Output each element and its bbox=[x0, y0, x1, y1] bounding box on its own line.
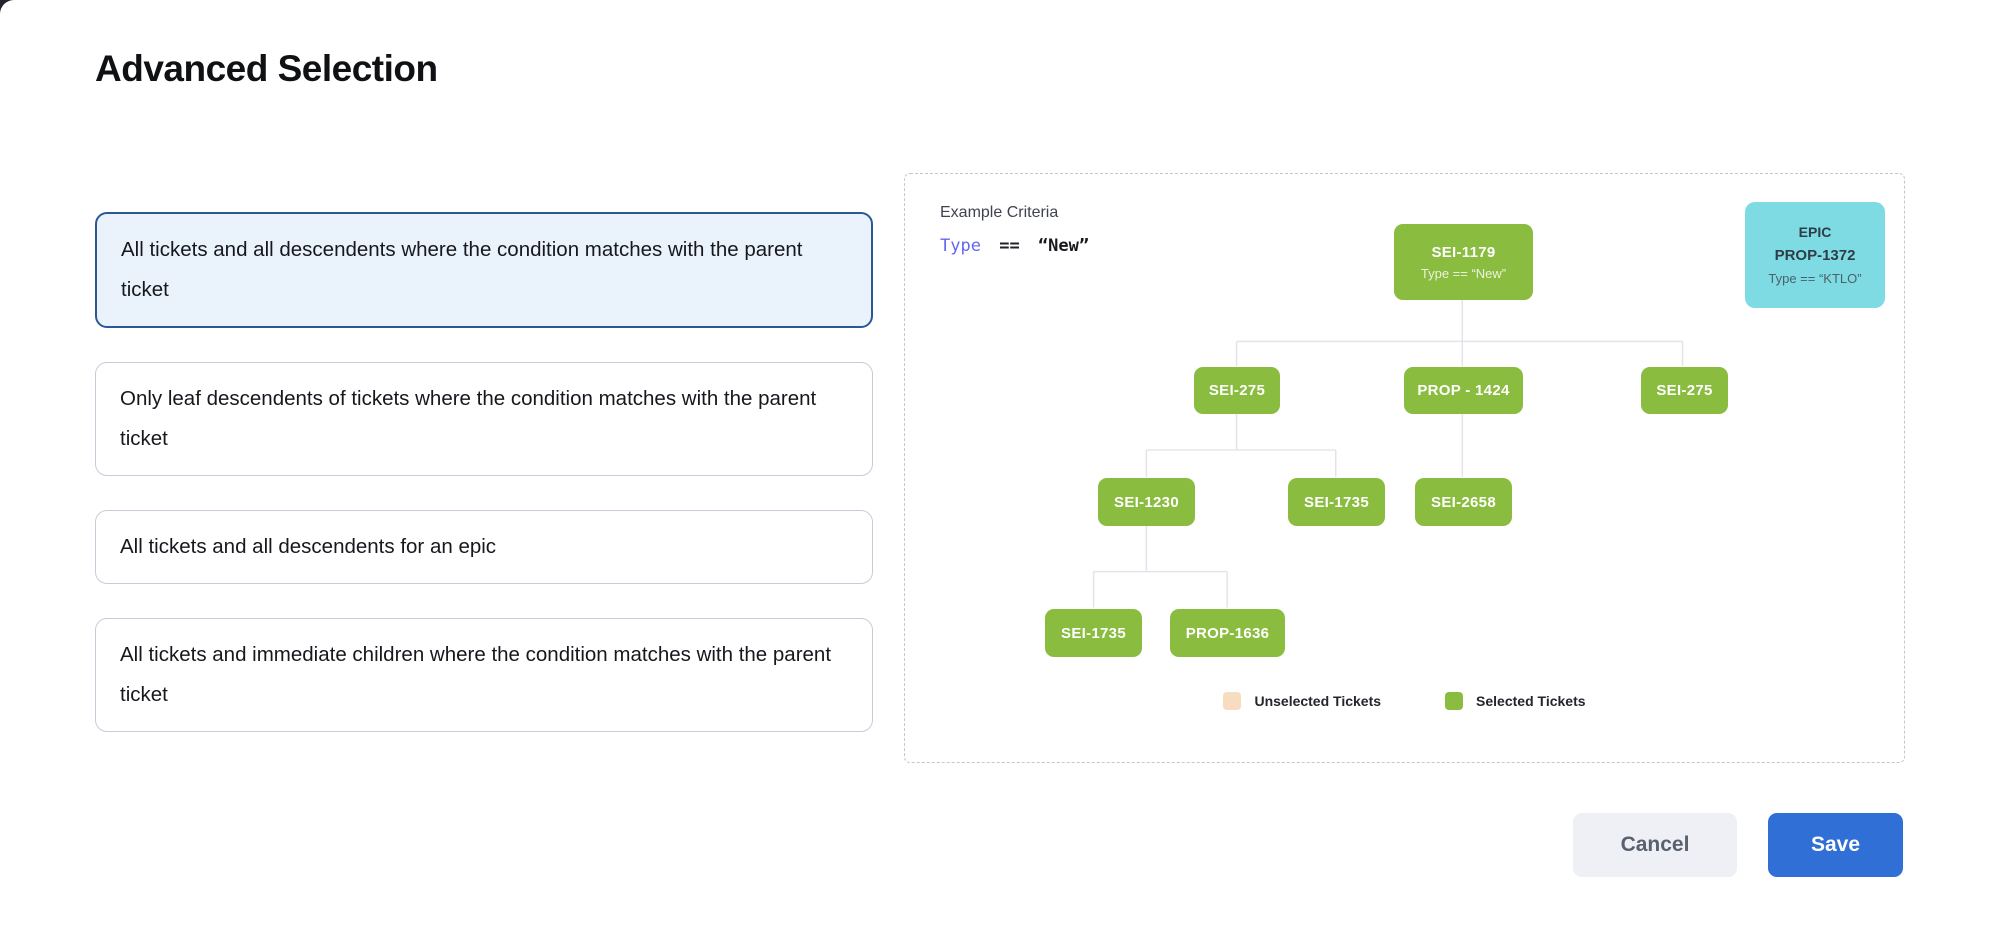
legend-label: Selected Tickets bbox=[1476, 693, 1586, 709]
page-title: Advanced Selection bbox=[95, 48, 438, 89]
criteria-expression: Type == “New” bbox=[940, 236, 1089, 256]
epic-condition: Type == “KTLO” bbox=[1768, 271, 1862, 286]
epic-ticket-id: PROP-1372 bbox=[1774, 247, 1856, 264]
tree-connector-lines bbox=[1092, 299, 1684, 608]
tree-node: PROP - 1424 bbox=[1404, 367, 1523, 414]
epic-type-label: EPIC bbox=[1798, 224, 1832, 240]
tree-node-id: SEI-1179 bbox=[1431, 243, 1496, 261]
tree-node: PROP-1636 bbox=[1170, 609, 1285, 657]
legend-label: Unselected Tickets bbox=[1254, 693, 1382, 709]
unselected-tickets-swatch bbox=[1223, 692, 1242, 710]
options-list: All tickets and all descendents where th… bbox=[95, 212, 873, 732]
option-leaf-descendents-condition[interactable]: Only leaf descendents of tickets where t… bbox=[95, 362, 873, 476]
tree-node: SEI-275 bbox=[1641, 367, 1728, 414]
option-immediate-children-condition[interactable]: All tickets and immediate children where… bbox=[95, 618, 873, 732]
tree-node-id: SEI-1735 bbox=[1304, 493, 1369, 511]
tree-node: SEI-2658 bbox=[1415, 478, 1512, 526]
criteria-field: Type bbox=[940, 236, 981, 256]
legend-item-unselected: Unselected Tickets bbox=[1223, 692, 1381, 710]
example-criteria: Example Criteria Type == “New” bbox=[940, 204, 1089, 256]
option-all-descendents-condition[interactable]: All tickets and all descendents where th… bbox=[95, 212, 873, 328]
cancel-button[interactable]: Cancel bbox=[1573, 813, 1737, 877]
tree-node-id: PROP-1636 bbox=[1185, 624, 1270, 642]
selected-tickets-swatch bbox=[1445, 692, 1464, 710]
legend-item-selected: Selected Tickets bbox=[1445, 692, 1586, 710]
tree-node-id: SEI-275 bbox=[1656, 382, 1713, 399]
tree-node: SEI-1735 bbox=[1288, 478, 1385, 526]
example-diagram-panel: Example Criteria Type == “New” EPIC PROP… bbox=[904, 173, 1905, 763]
example-criteria-title: Example Criteria bbox=[940, 204, 1059, 221]
footer-actions: Cancel Save bbox=[1573, 813, 1903, 877]
tree-node-condition: Type == “New” bbox=[1420, 265, 1507, 281]
tree-node-id: SEI-275 bbox=[1208, 382, 1266, 399]
tree-node: SEI-1735 bbox=[1045, 609, 1142, 657]
save-button[interactable]: Save bbox=[1768, 813, 1903, 877]
tree-node-id: SEI-1735 bbox=[1061, 624, 1126, 642]
option-all-descendents-epic[interactable]: All tickets and all descendents for an e… bbox=[95, 510, 873, 584]
epic-card: EPIC PROP-1372 Type == “KTLO” bbox=[1745, 202, 1885, 308]
tree-node: SEI-275 bbox=[1194, 367, 1280, 414]
tree-node: SEI-1230 bbox=[1098, 478, 1195, 526]
criteria-value: “New” bbox=[1037, 236, 1090, 256]
tree-node-root: SEI-1179 Type == “New” bbox=[1394, 224, 1533, 300]
legend: Unselected Tickets Selected Tickets bbox=[905, 692, 1904, 710]
tree-node-id: SEI-1230 bbox=[1114, 493, 1179, 511]
criteria-operator: == bbox=[999, 236, 1020, 256]
tree-node-id: SEI-2658 bbox=[1431, 493, 1496, 511]
tree-node-id: PROP - 1424 bbox=[1417, 382, 1510, 399]
